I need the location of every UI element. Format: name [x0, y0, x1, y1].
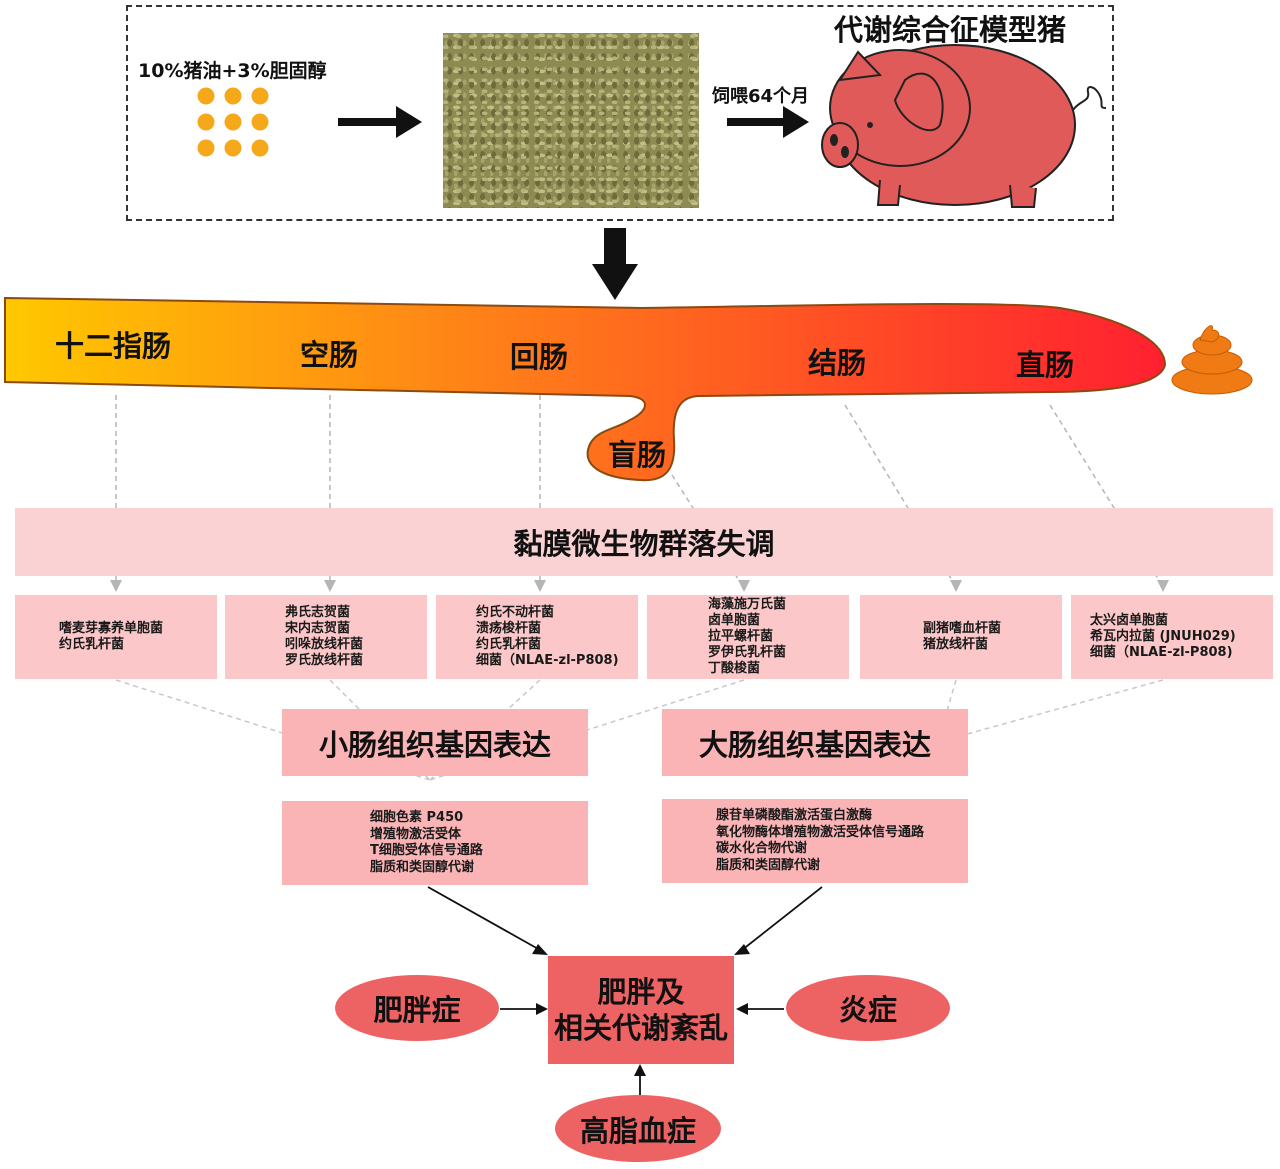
segment-colon: 结肠	[808, 346, 867, 380]
bacteria-box-jejunum: 弗氏志贺菌 宋内志贺菌 吲哚放线杆菌 罗氏放线杆菌	[225, 595, 427, 679]
feed-label: 10%猪油+3%胆固醇	[138, 60, 327, 82]
bacteria-item: 细菌（NLAE-zl-P808)	[1090, 645, 1233, 660]
arrow-right-icon	[338, 106, 422, 138]
outcome-center-box: 肥胖及 相关代谢紊乱	[548, 956, 734, 1064]
diet-panel	[126, 5, 1114, 221]
outcome-center-line2: 相关代谢紊乱	[553, 1011, 728, 1045]
bacteria-item: 嗜麦芽寡养单胞菌	[59, 621, 164, 636]
segment-duodenum: 十二指肠	[55, 329, 172, 363]
bacteria-item: 约氏乳杆菌	[59, 637, 125, 652]
bacteria-gene-connectors	[115, 679, 1164, 781]
bacteria-box-ileum: 约氏不动杆菌 溃疡梭杆菌 约氏乳杆菌 细菌（NLAE-zl-P808)	[436, 595, 638, 679]
gene-item: 增殖物激活受体	[370, 826, 462, 842]
arrow-right-icon	[727, 106, 809, 138]
gene-item: T细胞受体信号通路	[370, 843, 483, 858]
small-intestine-gene-title: 小肠组织基因表达	[282, 709, 588, 776]
bacteria-box-duodenum: 嗜麦芽寡养单胞菌 约氏乳杆菌	[15, 595, 217, 679]
bacteria-item: 卤单胞菌	[708, 613, 761, 628]
outcome-obesity: 肥胖症	[335, 975, 499, 1041]
bacteria-item: 希瓦内拉菌 (JNUH029)	[1090, 629, 1236, 644]
outcome-center-line1: 肥胖及	[597, 975, 685, 1009]
gene-item: 细胞色素 P450	[370, 810, 464, 825]
outcome-hyperlipidemia: 高脂血症	[555, 1095, 721, 1162]
poop-icon	[1171, 325, 1253, 395]
bacteria-item: 罗氏放线杆菌	[285, 653, 364, 668]
dysbiosis-band: 黏膜微生物群落失调	[15, 508, 1273, 576]
gene-item: 氧化物酶体增殖物激活受体信号通路	[716, 824, 925, 840]
connector-arrowheads	[110, 580, 1169, 592]
bacteria-item: 海藻施万氏菌	[708, 597, 787, 612]
segment-cecum: 盲肠	[608, 438, 667, 472]
large-intestine-gene-box: 腺苷单磷酸酯激活蛋白激酶 氧化物酶体增殖物激活受体信号通路 碳水化合物代谢 脂质…	[662, 799, 968, 883]
bacteria-item: 宋内志贺菌	[285, 621, 351, 636]
bacteria-item: 约氏乳杆菌	[476, 637, 542, 652]
bacteria-item: 拉平螺杆菌	[708, 629, 774, 644]
bacteria-item: 吲哚放线杆菌	[285, 637, 364, 652]
bacteria-item: 猪放线杆菌	[923, 637, 989, 652]
bacteria-item: 罗伊氏乳杆菌	[708, 645, 787, 660]
feed-time-label: 饲喂64个月	[712, 86, 810, 107]
bacteria-item: 溃疡梭杆菌	[476, 621, 542, 636]
gene-item: 脂质和类固醇代谢	[716, 857, 821, 873]
pig-icon	[821, 44, 1107, 208]
bacteria-box-cecum: 海藻施万氏菌 卤单胞菌 拉平螺杆菌 罗伊氏乳杆菌 丁酸梭菌	[647, 595, 849, 679]
bacteria-item: 副猪嗜血杆菌	[923, 621, 1002, 636]
bacteria-box-rectum: 太兴卤单胞菌 希瓦内拉菌 (JNUH029) 细菌（NLAE-zl-P808)	[1071, 595, 1273, 679]
arrow-down-icon	[592, 228, 638, 300]
gene-item: 脂质和类固醇代谢	[370, 859, 475, 875]
bacteria-box-colon: 副猪嗜血杆菌 猪放线杆菌	[860, 595, 1062, 679]
pig-title: 代谢综合征模型猪	[834, 13, 1067, 47]
small-intestine-gene-box: 细胞色素 P450 增殖物激活受体 T细胞受体信号通路 脂质和类固醇代谢	[282, 801, 588, 885]
bacteria-item: 丁酸梭菌	[708, 661, 761, 676]
lard-dots-icon	[197, 87, 269, 157]
bacteria-item: 约氏不动杆菌	[476, 605, 555, 620]
segment-jejunum: 空肠	[300, 338, 359, 372]
dysbiosis-title: 黏膜微生物群落失调	[513, 527, 775, 561]
bacteria-item: 太兴卤单胞菌	[1090, 613, 1169, 628]
intestine-tube	[4, 296, 1167, 482]
gene-item: 碳水化合物代谢	[716, 841, 808, 856]
feed-pellets-image	[443, 33, 699, 208]
gene-item: 腺苷单磷酸酯激活蛋白激酶	[716, 808, 873, 823]
bacteria-item: 细菌（NLAE-zl-P808)	[476, 653, 619, 668]
outcome-arrowheads	[532, 944, 750, 1076]
outcome-connectors	[427, 886, 823, 1095]
outcome-inflammation: 炎症	[786, 975, 950, 1041]
large-intestine-gene-title: 大肠组织基因表达	[662, 709, 968, 776]
bacteria-item: 弗氏志贺菌	[285, 605, 351, 620]
segment-ileum: 回肠	[510, 340, 569, 374]
segment-rectum: 直肠	[1016, 348, 1075, 382]
